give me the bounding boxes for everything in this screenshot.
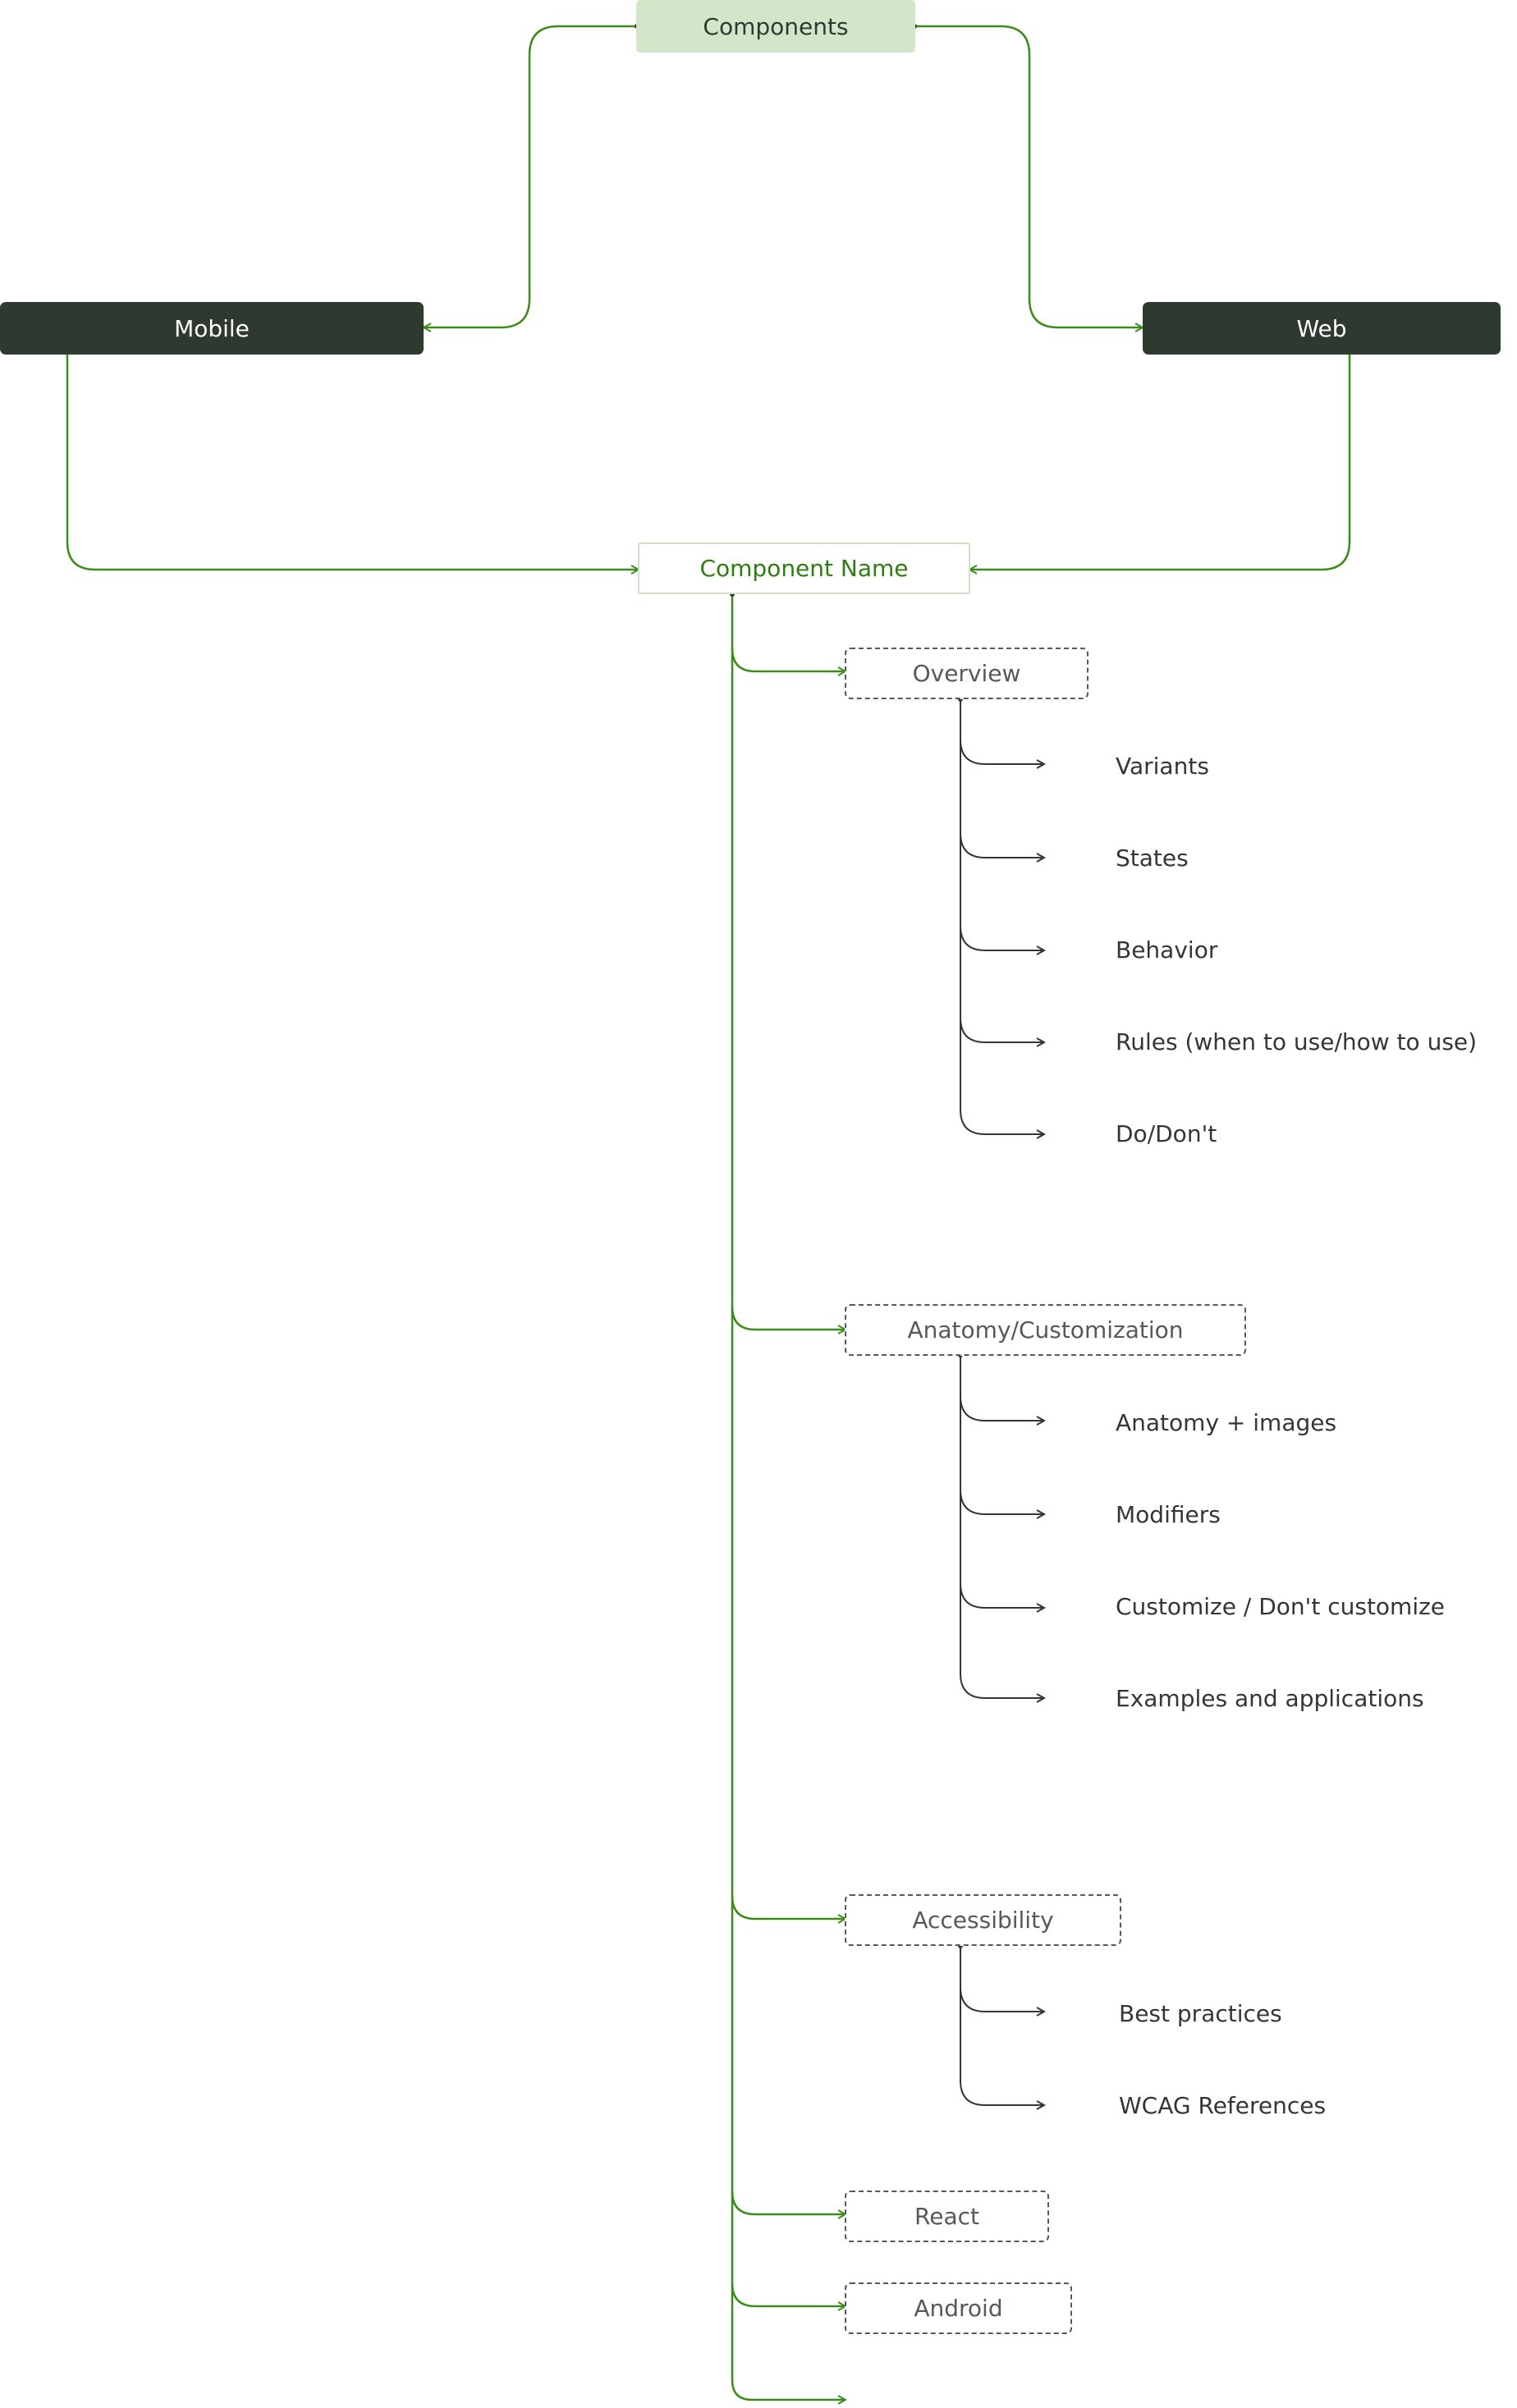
connector-to-end (731, 2379, 846, 2400)
leaf-modifiers: Modifiers (1116, 1501, 1221, 1528)
components-node[interactable]: Components (636, 0, 915, 53)
mobile-label: Mobile (174, 314, 250, 342)
connector-mobile-component (66, 355, 639, 570)
leaf-examples: Examples and applications (1116, 1685, 1424, 1712)
leaf-customize: Customize / Don't customize (1116, 1593, 1446, 1620)
overview-label: Overview (912, 660, 1021, 687)
anatomy-node[interactable]: Anatomy/Customization (845, 1304, 1246, 1356)
accessibility-label: Accessibility (912, 1907, 1054, 1934)
android-node[interactable]: Android (845, 2282, 1072, 2334)
overview-node[interactable]: Overview (845, 648, 1088, 699)
components-label: Components (703, 12, 849, 40)
connector-root-web (914, 25, 1143, 327)
connector-to-overview (731, 648, 846, 671)
leaf-rules: Rules (when to use/how to use) (1116, 1028, 1478, 1055)
accessibility-node[interactable]: Accessibility (845, 1894, 1121, 1946)
leaf-anatomy-images: Anatomy + images (1116, 1409, 1337, 1436)
connector-to-react (731, 2191, 846, 2214)
mobile-node[interactable]: Mobile (0, 302, 424, 355)
leaf-do-dont: Do/Don't (1116, 1120, 1217, 1147)
android-label: Android (914, 2295, 1003, 2322)
anatomy-label: Anatomy/Customization (907, 1316, 1184, 1344)
web-label: Web (1296, 314, 1347, 342)
leaf-best-practices: Best practices (1119, 2000, 1282, 2027)
component-name-node[interactable]: Component Name (638, 542, 970, 594)
connector-root-mobile (424, 25, 637, 327)
leaf-wcag-references: WCAG References (1119, 2092, 1327, 2119)
web-node[interactable]: Web (1143, 302, 1501, 355)
leaf-variants: Variants (1116, 753, 1209, 780)
connector-web-component (969, 355, 1351, 570)
leaf-behavior: Behavior (1116, 936, 1218, 964)
connector-to-android (731, 2282, 846, 2306)
connector-to-accessibility (731, 1895, 846, 1919)
react-node[interactable]: React (845, 2191, 1049, 2242)
react-label: React (914, 2203, 979, 2230)
connector-to-anatomy (731, 1306, 846, 1330)
component-name-label: Component Name (699, 555, 909, 582)
leaf-states: States (1116, 845, 1189, 872)
